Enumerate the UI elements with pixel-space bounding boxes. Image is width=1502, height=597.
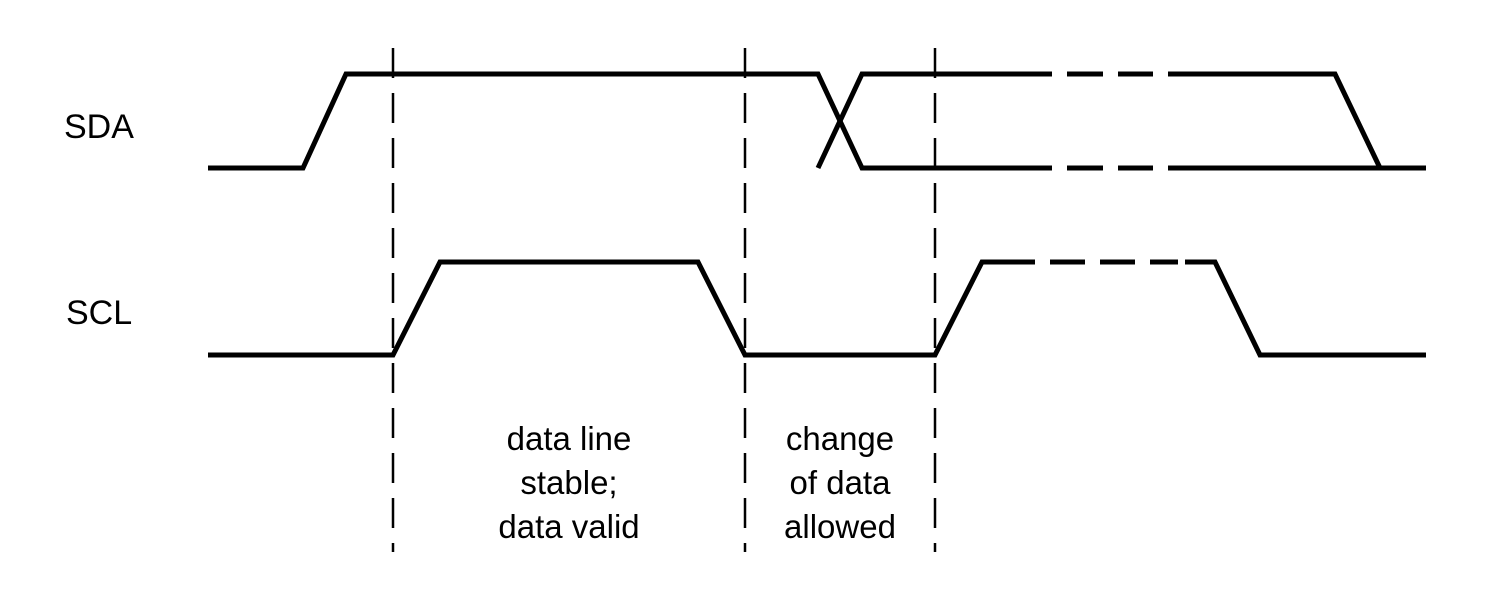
scl-label: SCL bbox=[66, 294, 132, 332]
annotation-change-line-1: change bbox=[786, 420, 894, 457]
sda-trace-final bbox=[1168, 71, 1426, 171]
annotation-change-line-3: allowed bbox=[784, 508, 896, 545]
sda-trace-cross bbox=[815, 71, 1052, 170]
sda-trace-initial bbox=[208, 71, 1052, 171]
scl-trace-final bbox=[1185, 259, 1426, 358]
annotation-change-line-2: of data bbox=[790, 464, 892, 501]
annotation-data-change: change of data allowed bbox=[784, 420, 896, 545]
timing-guides bbox=[391, 48, 937, 552]
annotation-stable-line-1: data line bbox=[507, 420, 632, 457]
scl-trace-pulse bbox=[208, 259, 1035, 358]
sda-waveform bbox=[208, 71, 1426, 171]
sda-label: SDA bbox=[64, 108, 134, 146]
annotation-stable-line-3: data valid bbox=[498, 508, 639, 545]
annotation-stable-line-2: stable; bbox=[520, 464, 617, 501]
scl-waveform bbox=[208, 259, 1426, 358]
annotation-data-stable: data line stable; data valid bbox=[498, 420, 639, 545]
